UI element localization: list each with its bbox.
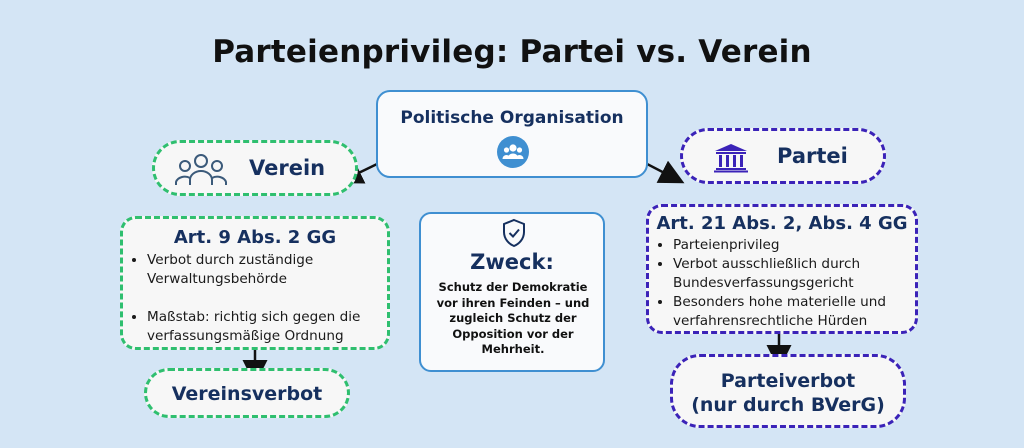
verein-detail-list: Verbot durch zuständige Verwaltungsbehör…: [129, 251, 381, 346]
list-item: Maßstab: richtig sich gegen die verfassu…: [147, 308, 381, 346]
zweck-box: Zweck: Schutz der Demokratie vor ihren F…: [419, 212, 605, 372]
list-item: Besonders hohe materielle und verfahrens…: [673, 293, 911, 331]
zweck-text: Schutz der Demokratie vor ihren Feinden …: [436, 280, 590, 356]
partei-label: Partei: [777, 144, 848, 168]
list-item: Verbot ausschließlich durch Bundesverfas…: [673, 255, 911, 293]
partei-detail-title: Art. 21 Abs. 2, Abs. 4 GG: [656, 213, 908, 234]
page-title: Parteienprivileg: Partei vs. Verein: [212, 34, 812, 70]
node-politische-organisation: Politische Organisation: [376, 90, 648, 178]
people-icon: [173, 152, 229, 188]
courthouse-icon: [713, 143, 749, 173]
vereinsverbot-label: Vereinsverbot: [171, 383, 323, 405]
verein-detail-box: Art. 9 Abs. 2 GG Verbot durch zuständige…: [120, 216, 390, 350]
node-vereinsverbot: Vereinsverbot: [144, 368, 350, 418]
group-icon: [497, 136, 529, 168]
list-item: Verbot durch zuständige Verwaltungsbehör…: [147, 251, 381, 289]
parteiverbot-label: Parteiverbot (nur durch BVerG): [673, 369, 903, 417]
parteiverbot-line2: (nur durch BVerG): [691, 394, 885, 416]
partei-detail-box: Art. 21 Abs. 2, Abs. 4 GG Parteienprivil…: [646, 204, 918, 334]
node-label: Politische Organisation: [400, 108, 624, 128]
verein-label: Verein: [249, 156, 326, 180]
partei-detail-list: Parteienprivileg Verbot ausschließlich d…: [655, 236, 911, 331]
node-parteiverbot: Parteiverbot (nur durch BVerG): [670, 354, 906, 428]
list-item: Parteienprivileg: [673, 236, 911, 255]
node-verein: Verein: [152, 140, 358, 196]
node-partei: Partei: [680, 128, 886, 184]
verein-detail-title: Art. 9 Abs. 2 GG: [173, 227, 337, 248]
zweck-title: Zweck:: [470, 250, 554, 274]
shield-check-icon: [501, 218, 527, 248]
parteiverbot-line1: Parteiverbot: [720, 370, 856, 392]
